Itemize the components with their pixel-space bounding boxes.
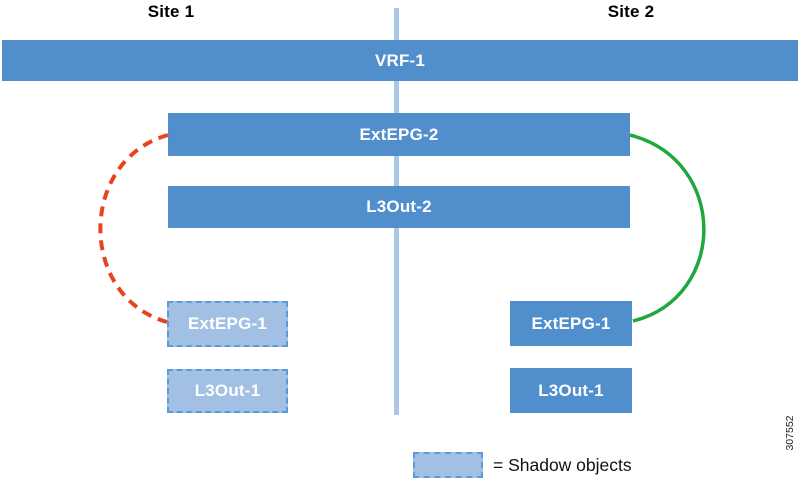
shadow-object-legend-swatch bbox=[413, 452, 483, 478]
extepg-2-bar: ExtEPG-2 bbox=[168, 113, 630, 156]
site2-extepg-1-box: ExtEPG-1 bbox=[510, 301, 632, 346]
site1-l3out-1-shadow-box: L3Out-1 bbox=[167, 369, 288, 413]
site2-l3out-1-box: L3Out-1 bbox=[510, 368, 632, 413]
site1-extepg-1-shadow-box: ExtEPG-1 bbox=[167, 301, 288, 347]
site2-solid-contract-curve bbox=[629, 133, 706, 323]
site2-label: Site 2 bbox=[607, 2, 655, 21]
l3out-2-bar: L3Out-2 bbox=[168, 186, 630, 228]
site1-label: Site 1 bbox=[147, 2, 195, 21]
site1-dashed-contract-curve bbox=[98, 133, 169, 324]
figure-number: 307552 bbox=[784, 415, 796, 451]
vrf-1-bar: VRF-1 bbox=[2, 40, 798, 81]
shadow-object-legend-label: = Shadow objects bbox=[493, 455, 632, 475]
